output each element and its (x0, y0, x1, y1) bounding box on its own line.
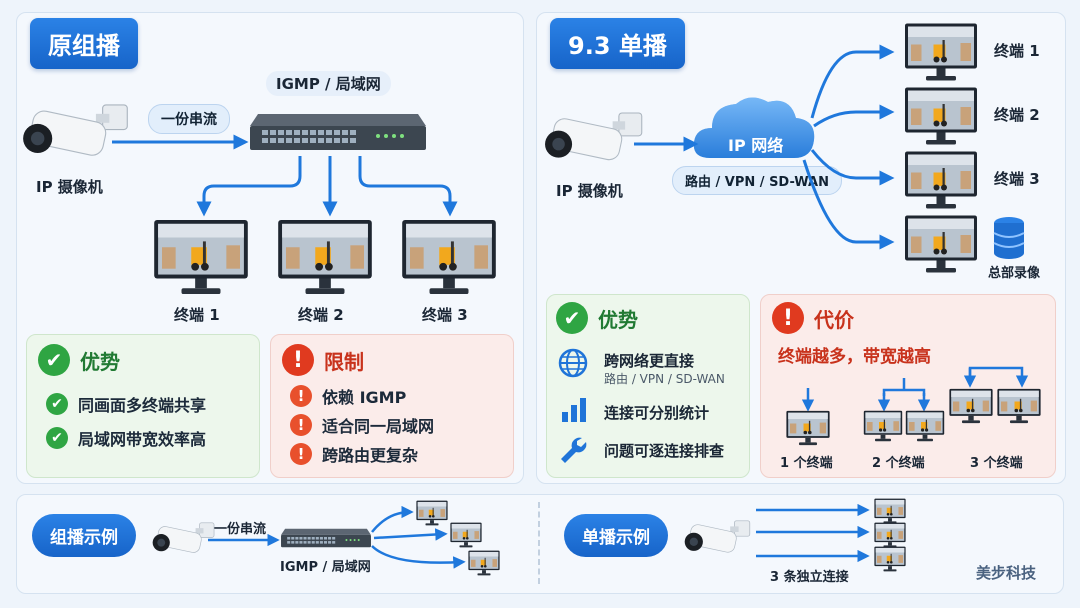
multicast-limit-item: ! 跨路由更复杂 (290, 442, 418, 466)
multicast-limit-text: 适合同一局域网 (322, 417, 435, 436)
alert-circle-icon: ! (282, 344, 314, 376)
unicast-advantages-title: 优势 (598, 307, 638, 332)
check-circle-icon: ✔ (38, 344, 70, 376)
brand-label: 美步科技 (976, 564, 1037, 582)
alert-icon: ! (290, 385, 312, 407)
database-icon (993, 217, 1025, 259)
multicast-limits-heading: ! 限制 (282, 344, 364, 376)
unicast-camera-label: IP 摄像机 (556, 182, 623, 200)
alert-circle-icon: ! (772, 302, 804, 334)
unicast-advantage-sub: 路由 / VPN / SD-WAN (604, 372, 725, 386)
example-monitor-icon (872, 522, 908, 548)
unicast-terminal-1-label: 终端 1 (994, 42, 1040, 60)
unicast-advantage-text: 连接可分别统计 (604, 404, 710, 422)
cost-case-label: 2 个终端 (872, 456, 925, 471)
multicast-title: 原组播 (30, 18, 138, 69)
multicast-advantages-title: 优势 (80, 349, 120, 374)
cost-case-label: 1 个终端 (780, 456, 833, 471)
unicast-advantage-text: 跨网络更直接 (604, 352, 695, 370)
multicast-terminal-1-label: 终端 1 (174, 306, 220, 324)
example-monitor-icon (872, 546, 908, 572)
examples-divider (538, 502, 540, 584)
multicast-example-label: 组播示例 (32, 514, 136, 557)
check-icon: ✔ (46, 427, 68, 449)
unicast-cost-title: 代价 (814, 307, 854, 332)
multicast-advantage-text: 局域网带宽效率高 (78, 430, 207, 449)
multicast-advantages-heading: ✔ 优势 (38, 344, 120, 376)
unicast-hq-label: 总部录像 (988, 266, 1041, 281)
multicast-terminal-2-label: 终端 2 (298, 306, 344, 324)
multicast-stream-label: 一份串流 (148, 104, 230, 134)
globe-icon (558, 348, 588, 378)
multicast-limits-title: 限制 (324, 349, 364, 374)
unicast-cost-subtitle: 终端越多，带宽越高 (778, 347, 931, 367)
unicast-terminal-2-label: 终端 2 (994, 106, 1040, 124)
unicast-advantage-text: 问题可逐连接排查 (604, 442, 725, 460)
multicast-limit-text: 依赖 IGMP (322, 388, 407, 407)
multicast-switch-label: IGMP / 局域网 (266, 71, 391, 96)
example-monitor-icon (872, 498, 908, 524)
check-icon: ✔ (46, 393, 68, 415)
alert-icon: ! (290, 414, 312, 436)
multicast-advantage-item: ✔ 同画面多终端共享 (46, 392, 206, 416)
multicast-limit-item: ! 适合同一局域网 (290, 413, 434, 437)
multicast-camera-label: IP 摄像机 (36, 178, 103, 196)
multicast-advantage-item: ✔ 局域网带宽效率高 (46, 426, 206, 450)
unicast-cloud-label: IP 网络 (728, 136, 784, 155)
alert-icon: ! (290, 443, 312, 465)
multicast-limit-item: ! 依赖 IGMP (290, 384, 406, 408)
multicast-example-stream: 一份串流 (214, 522, 267, 537)
cloud-icon (693, 97, 815, 158)
unicast-example-caption: 3 条独立连接 (770, 570, 849, 585)
multicast-limit-text: 跨路由更复杂 (322, 446, 419, 465)
multicast-terminal-3-label: 终端 3 (422, 306, 468, 324)
unicast-terminal-3-label: 终端 3 (994, 170, 1040, 188)
bar-chart-icon (562, 398, 586, 422)
unicast-cost-heading: ! 代价 (772, 302, 854, 334)
unicast-cost-box (760, 294, 1056, 478)
multicast-example-switch: IGMP / 局域网 (280, 560, 371, 575)
cost-case-label: 3 个终端 (970, 456, 1023, 471)
unicast-example-label: 单播示例 (564, 514, 668, 557)
multicast-advantage-text: 同画面多终端共享 (78, 396, 207, 415)
unicast-advantages-heading: ✔ 优势 (556, 302, 638, 334)
unicast-network-label: 路由 / VPN / SD-WAN (672, 166, 842, 195)
wrench-icon (561, 437, 587, 463)
unicast-title: 9.3 单播 (550, 18, 685, 69)
check-circle-icon: ✔ (556, 302, 588, 334)
